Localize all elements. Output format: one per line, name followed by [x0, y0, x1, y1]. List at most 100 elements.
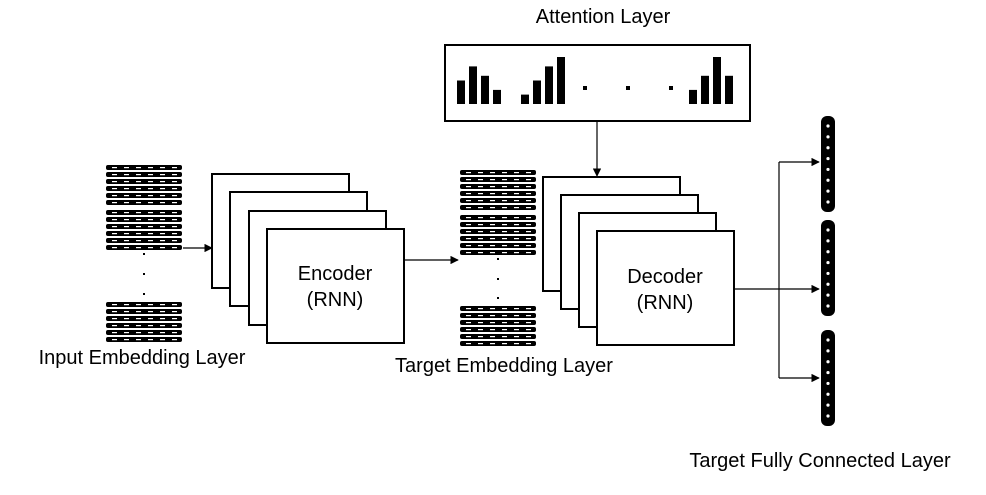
embedding-cell: [526, 172, 531, 174]
embedding-cell: [172, 304, 177, 306]
embedding-row: [106, 238, 182, 243]
embedding-cell: [514, 172, 519, 174]
attention-bar: [469, 66, 477, 104]
embedding-cell: [526, 186, 531, 188]
embedding-cell: [466, 179, 471, 181]
embedding-cell: [124, 304, 129, 306]
embedding-cell: [160, 202, 165, 204]
embedding-cell: [112, 311, 117, 313]
fc-unit: [826, 124, 830, 128]
embedding-row: [106, 337, 182, 342]
encoder-title: Encoder: [298, 263, 373, 285]
embedding-cell: [124, 318, 129, 320]
fc-vector: [821, 220, 835, 316]
embedding-cell: [466, 329, 471, 331]
embedding-row: [460, 229, 536, 234]
embedding-cell: [502, 186, 507, 188]
embedding-cell: [172, 181, 177, 183]
embedding-cell: [490, 186, 495, 188]
embedding-row: [460, 327, 536, 332]
embedding-cell: [160, 304, 165, 306]
embedding-cell: [466, 186, 471, 188]
embedding-cell: [124, 311, 129, 313]
embedding-row: [106, 179, 182, 184]
embedding-cell: [148, 318, 153, 320]
embedding-cell: [478, 252, 483, 254]
embedding-cell: [124, 233, 129, 235]
embedding-cell: [136, 212, 141, 214]
embedding-cell: [124, 188, 129, 190]
fc-unit: [826, 200, 830, 204]
embedding-cell: [502, 193, 507, 195]
embedding-cell: [466, 172, 471, 174]
embedding-row: [460, 250, 536, 255]
embedding-cell: [502, 245, 507, 247]
embedding-cell: [526, 224, 531, 226]
embedding-cell: [148, 174, 153, 176]
embedding-cell: [514, 179, 519, 181]
attention-bar: [493, 89, 501, 104]
embedding-row: [460, 177, 536, 182]
embedding-row: [106, 217, 182, 222]
embedding-cell: [112, 318, 117, 320]
fc-vector: [821, 330, 835, 426]
encoder-subtitle: (RNN): [307, 289, 364, 311]
embedding-cell: [160, 167, 165, 169]
embedding-cell: [514, 252, 519, 254]
embedding-cell: [514, 329, 519, 331]
embedding-cell: [136, 226, 141, 228]
embedding-cell: [136, 304, 141, 306]
fc-unit: [826, 293, 830, 297]
embedding-cell: [514, 308, 519, 310]
embedding-cell: [172, 174, 177, 176]
embedding-ellipsis-dot: [497, 297, 499, 299]
fc-unit: [826, 239, 830, 243]
embedding-cell: [502, 231, 507, 233]
embedding-cell: [112, 226, 117, 228]
embedding-cell: [160, 332, 165, 334]
embedding-cell: [124, 332, 129, 334]
embedding-cell: [466, 245, 471, 247]
embedding-row: [460, 313, 536, 318]
embedding-cell: [172, 219, 177, 221]
attention-bar: [545, 66, 553, 104]
embedding-cell: [466, 336, 471, 338]
decoder-title: Decoder: [627, 266, 703, 288]
embedding-cell: [124, 240, 129, 242]
embedding-cell: [148, 240, 153, 242]
embedding-cell: [526, 252, 531, 254]
embedding-row: [460, 184, 536, 189]
embedding-cell: [502, 329, 507, 331]
embedding-cell: [160, 233, 165, 235]
embedding-cell: [124, 181, 129, 183]
embedding-cell: [514, 315, 519, 317]
embedding-cell: [148, 304, 153, 306]
embedding-cell: [136, 233, 141, 235]
fc-unit: [826, 156, 830, 161]
embedding-cell: [466, 252, 471, 254]
embedding-cell: [466, 217, 471, 219]
attention-bar: [457, 80, 465, 104]
embedding-cell: [502, 315, 507, 317]
fc-unit: [826, 271, 830, 276]
embedding-cell: [160, 212, 165, 214]
embedding-row: [460, 205, 536, 210]
embedding-cell: [160, 195, 165, 197]
embedding-cell: [490, 200, 495, 202]
embedding-cell: [490, 231, 495, 233]
embedding-cell: [136, 195, 141, 197]
embedding-cell: [172, 240, 177, 242]
encoder-stack: Encoder (RNN): [211, 173, 405, 344]
fc-unit: [826, 189, 830, 193]
target-fully-connected-layer-label: Target Fully Connected Layer: [689, 450, 951, 472]
embedding-cell: [514, 193, 519, 195]
embedding-cell: [148, 332, 153, 334]
embedding-cell: [148, 195, 153, 197]
embedding-cell: [124, 195, 129, 197]
embedding-cell: [160, 219, 165, 221]
embedding-cell: [136, 311, 141, 313]
attention-bar: [521, 94, 529, 104]
embedding-cell: [136, 219, 141, 221]
fc-unit: [826, 228, 830, 232]
